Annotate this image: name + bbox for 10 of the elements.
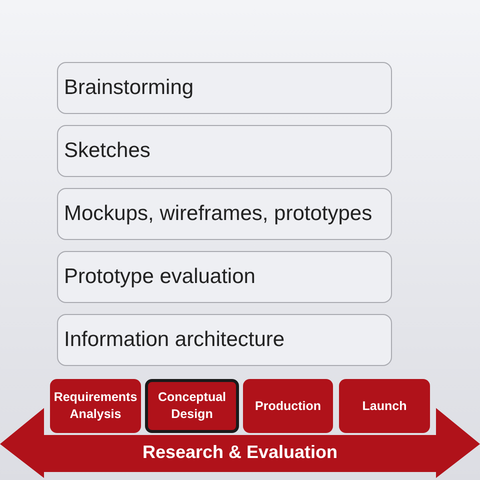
list-item: Mockups, wireframes, prototypes [57, 188, 392, 240]
list-item: Prototype evaluation [57, 251, 392, 303]
list-item: Information architecture [57, 314, 392, 366]
highlighted-phase-box: Conceptual Design [145, 379, 239, 433]
phase-box: Production [243, 379, 333, 433]
phase-box: Launch [339, 379, 430, 433]
list-item: Sketches [57, 125, 392, 177]
band-label: Research & Evaluation [141, 442, 339, 463]
phase-box: Requirements Analysis [50, 379, 141, 433]
list-item: Brainstorming [57, 62, 392, 114]
